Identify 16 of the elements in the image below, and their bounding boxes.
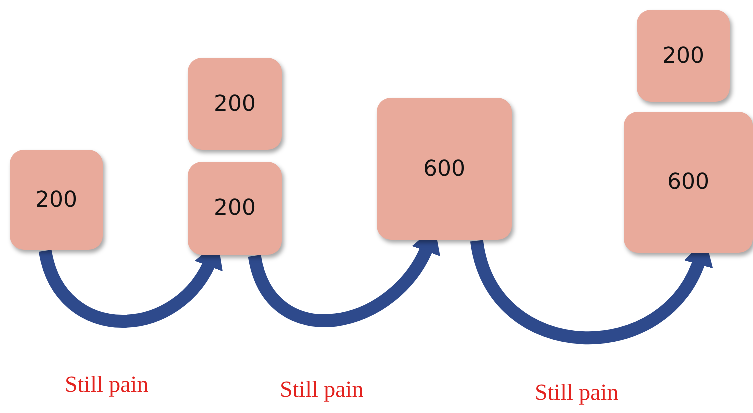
- value-text: 200: [662, 44, 704, 68]
- value-box: [188, 58, 282, 150]
- value-text: 200: [214, 196, 256, 221]
- value-box: [188, 162, 282, 255]
- curved-arrow: [470, 239, 712, 344]
- value-box: [377, 98, 512, 240]
- edge-label: Still pain: [535, 380, 619, 406]
- value-text: 600: [424, 156, 466, 182]
- edge-label: Still pain: [280, 377, 364, 403]
- value-text: 600: [668, 170, 710, 195]
- value-box: [10, 150, 103, 250]
- value-box: [637, 10, 730, 102]
- value-text: 200: [36, 188, 78, 212]
- edge-label: Still pain: [65, 372, 149, 398]
- value-text: 200: [214, 92, 256, 116]
- value-box: [624, 112, 753, 253]
